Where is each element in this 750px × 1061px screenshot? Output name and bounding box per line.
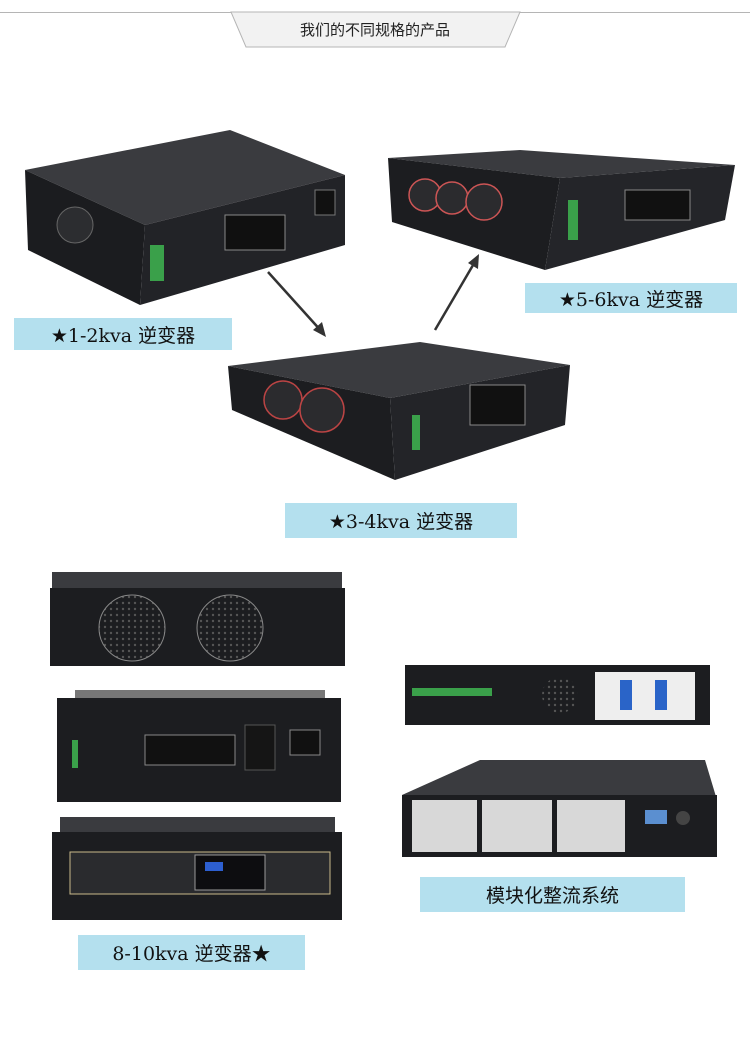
inverter-8-10kva-terminal-panel-image [57,690,341,802]
header-tab [230,11,521,48]
section-title: 我们的不同规格的产品 [299,21,450,39]
product-label-rectifier-system: 模块化整流系统 [420,877,685,912]
inverter-5-6kva-image [388,150,735,270]
inverter-8-10kva-rear-fans-image [50,572,345,666]
inverter-8-10kva-front-image [52,817,342,920]
inverter-1-2kva-image [25,130,345,305]
product-label-3-4kva: ★3-4kva 逆变器 [285,503,517,538]
header-line-left [0,12,232,13]
product-label-8-10kva: 8-10kva 逆变器★ [78,935,305,970]
product-label-5-6kva: ★5-6kva 逆变器 [525,283,737,313]
rectifier-rear-image [405,665,710,725]
inverter-3-4kva-image [228,342,570,480]
header-line-right [520,12,750,13]
product-label-1-2kva: ★1-2kva 逆变器 [14,318,232,350]
arrow-down-right [267,271,326,337]
rectifier-front-image [402,760,717,857]
arrow-up-right [433,254,479,331]
